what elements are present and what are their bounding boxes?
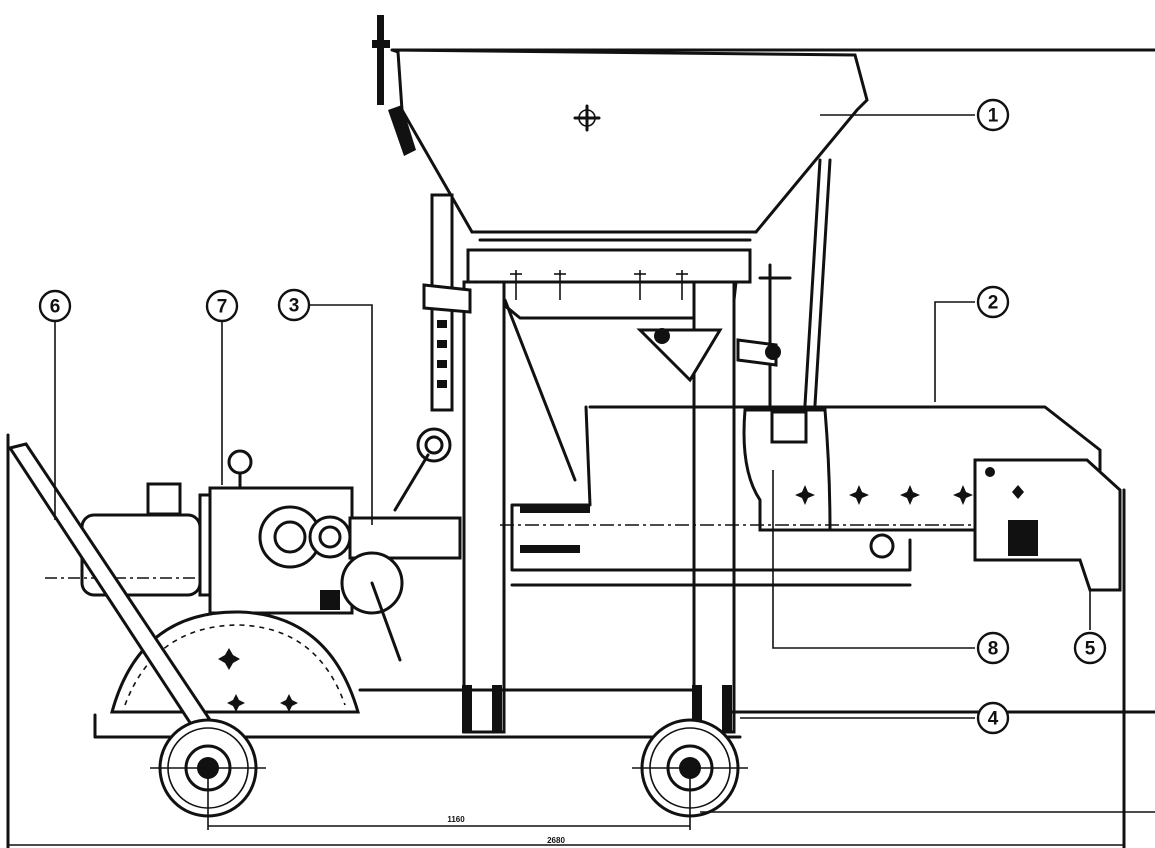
right-rods <box>736 158 832 472</box>
callout-2: 2 <box>976 285 1010 319</box>
callout-3-label: 3 <box>289 296 300 317</box>
callout-5: 5 <box>1073 631 1107 665</box>
adjusting-rod <box>393 193 472 512</box>
callout-8: 8 <box>976 631 1010 665</box>
callout-1: 1 <box>976 98 1010 132</box>
dimension-wheelbase: 1160 <box>447 815 465 824</box>
callout-7: 7 <box>205 289 239 323</box>
callout-8-label: 8 <box>988 639 999 660</box>
callout-6-label: 6 <box>50 297 61 318</box>
dimension-overall-length: 2680 <box>547 836 565 845</box>
callout-5-label: 5 <box>1085 639 1096 660</box>
main-frame <box>462 238 752 734</box>
callout-2-label: 2 <box>988 293 999 314</box>
callout-4-label: 4 <box>988 709 999 730</box>
callout-7-label: 7 <box>217 297 228 318</box>
hopper <box>372 15 1155 234</box>
leader-lines <box>54 114 1091 719</box>
callout-6: 6 <box>38 289 72 323</box>
outlet-nozzle <box>973 458 1126 848</box>
extruder-body <box>500 405 1102 587</box>
callout-3: 3 <box>277 288 311 322</box>
callout-4: 4 <box>976 701 1010 735</box>
dimension-lines <box>8 768 1155 846</box>
callout-1-label: 1 <box>988 106 999 127</box>
